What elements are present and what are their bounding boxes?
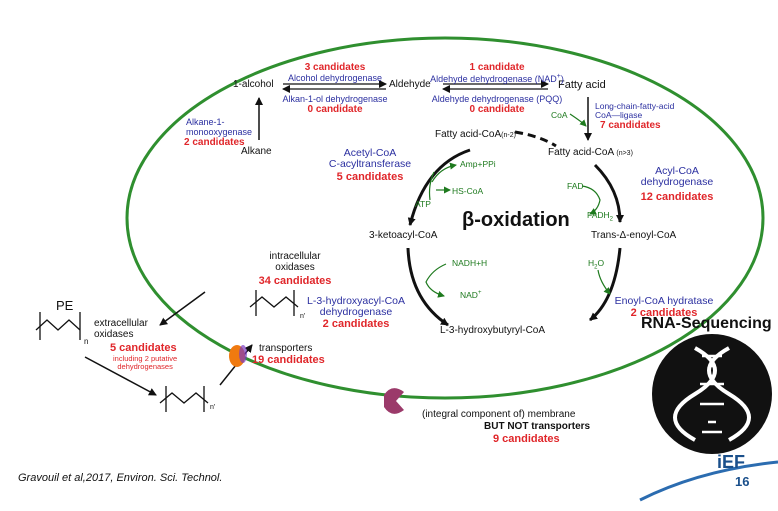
membrane-protein-icon [384,388,404,414]
arrow-intracellular [159,291,206,326]
label-1-alcohol: 1-alcohol [233,79,274,90]
pe-label: PE [56,298,74,313]
label-trans-enoyl-coa: Trans-Δ-enoyl-CoA [591,230,677,241]
intracellular-candidates: 34 candidates [258,275,332,287]
label-hydroxybutyryl-coa: L-3-hydroxybutyryl-CoA [440,325,546,336]
ief-swoosh [639,460,778,502]
beta-oxidation-title: β-oxidation [462,209,570,231]
fad-label: FAD [567,181,584,191]
ligase-candidates: 7 candidates [600,120,661,131]
aldehyde-dh-pqq-name: Aldehyde dehydrogenase (PQQ) [431,94,563,104]
slide-number: 16 [735,474,750,489]
hs-coa-label: HS-CoA [452,186,484,196]
label-fatty-acid-coa-n3: Fatty acid-CoA (n>3) [548,147,633,158]
label-alkane: Alkane [241,146,272,157]
amp-ppi-label: Amp+PPi [460,159,496,169]
fadh2-label: FADH2 [587,210,614,223]
atp-arrow [428,171,435,201]
fad-arrow [581,185,601,215]
bottom-chain-n-label: n' [210,404,216,411]
citation: Gravouil et al,2017, Environ. Sci. Techn… [18,472,223,484]
dashed-link [514,130,557,148]
acyl-coa-dh-candidates: 12 candidates [640,191,714,203]
membrane-label: (integral component of) membrane [422,409,576,420]
amp-ppi-arrow [431,162,457,183]
membrane-not-transporters: BUT NOT transporters [484,421,591,432]
nadh-arrow [425,263,447,298]
alkane-monooxygenase-candidates: 2 candidates [184,137,245,148]
acyltransferase-candidates: 5 candidates [336,171,404,183]
label-aldehyde: Aldehyde [389,79,431,90]
nad-label: NAD+ [460,290,482,300]
nadh-label: NADH+H [452,258,488,268]
dna-helix-icon [673,346,751,442]
alkane-monooxygenase-name: Alkane-1-monooxygenase [186,117,253,137]
cycle-arc-bottom-left [406,247,449,327]
ief-logo: iEF [717,452,746,472]
cycle-arc-top-right [593,163,624,223]
transporters-label: transporters [259,343,313,354]
alcohol-dh-candidates: 3 candidates [304,62,366,73]
alkan-1-ol-dh-name: Alkan-1-ol dehydrogenase [282,94,388,104]
h2o-label: H2O [588,258,605,271]
h2o-arrow [597,269,611,295]
pe-n-label: n [84,337,89,346]
coa-label: CoA [551,110,568,120]
label-fatty-acid-coa-n2: Fatty acid-CoA(n-2) [435,129,516,140]
enoyl-hydratase-name: Enoyl-CoA hydratase [614,295,714,307]
membrane-candidates: 9 candidates [493,433,560,445]
inside-chain-n-label: n' [300,313,306,320]
alkan-1-ol-dh-candidates: 0 candidate [307,104,363,115]
alcohol-dh-name: Alcohol dehydrogenase [287,73,383,83]
oligomer-chain-inside [249,296,299,308]
transporters-candidates: 19 candidates [252,354,325,366]
arrow-pe-oligomer [84,356,157,396]
hydroxyacyl-dh-candidates: 2 candidates [322,318,390,330]
rna-seq-label: RNA-Sequencing [641,315,772,332]
label-fatty-acid: Fatty acid [558,79,606,91]
pe-polymer-chain [35,319,81,331]
dna-logo-circle [652,334,772,454]
enoyl-hydratase-candidates: 2 candidates [630,307,698,319]
aldehyde-dh-nad-candidates: 1 candidate [469,62,525,73]
coa-arrow [569,113,587,127]
aldehyde-dh-nad-name: Aldehyde dehydrogenase (NAD+) [430,73,564,84]
cell-membrane-ellipse [125,36,765,400]
label-3-ketoacyl-coa: 3-ketoacyl-CoA [369,230,438,241]
extracellular-candidates: 5 candidates [110,342,177,354]
oligomer-chain-bottom [159,392,209,404]
atp-label: ATP [415,199,431,209]
aldehyde-dh-pqq-candidates: 0 candidate [469,104,525,115]
